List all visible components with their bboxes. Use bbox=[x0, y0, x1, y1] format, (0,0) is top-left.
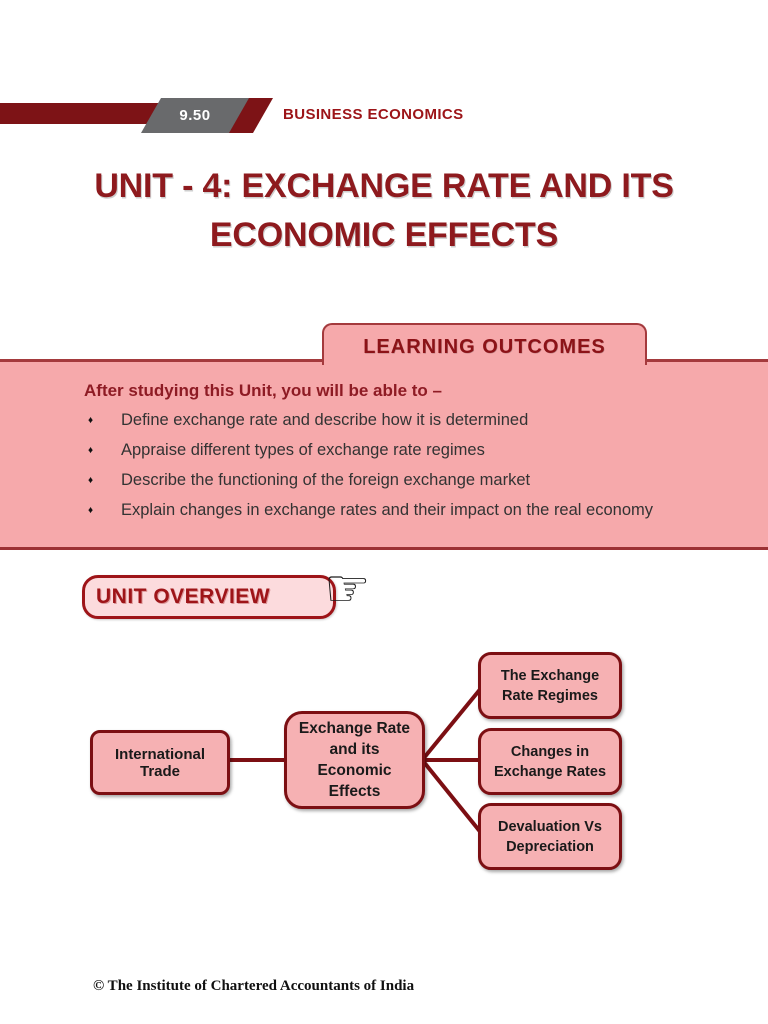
learning-outcomes-intro: After studying this Unit, you will be ab… bbox=[84, 381, 442, 400]
diagram-node-exchange-rate: Exchange Rate and its Economic Effects bbox=[284, 711, 425, 809]
diagram-node-regimes: The Exchange Rate Regimes bbox=[478, 652, 622, 719]
diagram-connector-lines bbox=[230, 685, 484, 836]
list-item-text: Explain changes in exchange rates and th… bbox=[121, 501, 653, 519]
diagram-node-international-trade: International Trade bbox=[90, 730, 230, 795]
list-item: ♦ Define exchange rate and describe how … bbox=[88, 409, 686, 432]
learning-outcomes-heading: LEARNING OUTCOMES bbox=[363, 336, 606, 358]
unit-overview-diagram: International Trade Exchange Rate and it… bbox=[0, 640, 768, 890]
learning-outcomes-tab: LEARNING OUTCOMES bbox=[322, 323, 647, 365]
unit-title-line2: ECONOMIC EFFECTS bbox=[209, 216, 559, 254]
unit-overview-label: UNIT OVERVIEW bbox=[96, 585, 271, 608]
list-item: ♦ Appraise different types of exchange r… bbox=[88, 439, 686, 462]
page-number: 9.50 bbox=[179, 107, 211, 124]
unit-title-line1: UNIT - 4: EXCHANGE RATE AND ITS bbox=[94, 167, 674, 205]
copyright-notice: © The Institute of Chartered Accountants… bbox=[93, 978, 415, 994]
list-item-text: Define exchange rate and describe how it… bbox=[121, 411, 529, 429]
list-item-text: Appraise different types of exchange rat… bbox=[121, 441, 485, 459]
pointing-hand-icon: ☞ bbox=[324, 559, 371, 619]
learning-outcomes-list: ♦ Define exchange rate and describe how … bbox=[88, 409, 686, 529]
list-item-text: Describe the functioning of the foreign … bbox=[121, 471, 531, 489]
diamond-bullet-icon: ♦ bbox=[88, 475, 94, 486]
diagram-node-devaluation: Devaluation Vs Depreciation bbox=[478, 803, 622, 870]
diamond-bullet-icon: ♦ bbox=[88, 415, 94, 426]
diagram-node-changes: Changes in Exchange Rates bbox=[478, 728, 622, 795]
diamond-bullet-icon: ♦ bbox=[88, 505, 94, 516]
unit-title: UNIT - 4: EXCHANGE RATE AND ITS ECONOMIC… bbox=[0, 162, 768, 260]
diamond-bullet-icon: ♦ bbox=[88, 445, 94, 456]
page-number-slab: 9.50 bbox=[141, 98, 249, 133]
book-title: BUSINESS ECONOMICS bbox=[283, 105, 464, 123]
unit-overview-banner: UNIT OVERVIEW bbox=[82, 575, 336, 619]
list-item: ♦ Explain changes in exchange rates and … bbox=[88, 499, 686, 522]
list-item: ♦ Describe the functioning of the foreig… bbox=[88, 469, 686, 492]
